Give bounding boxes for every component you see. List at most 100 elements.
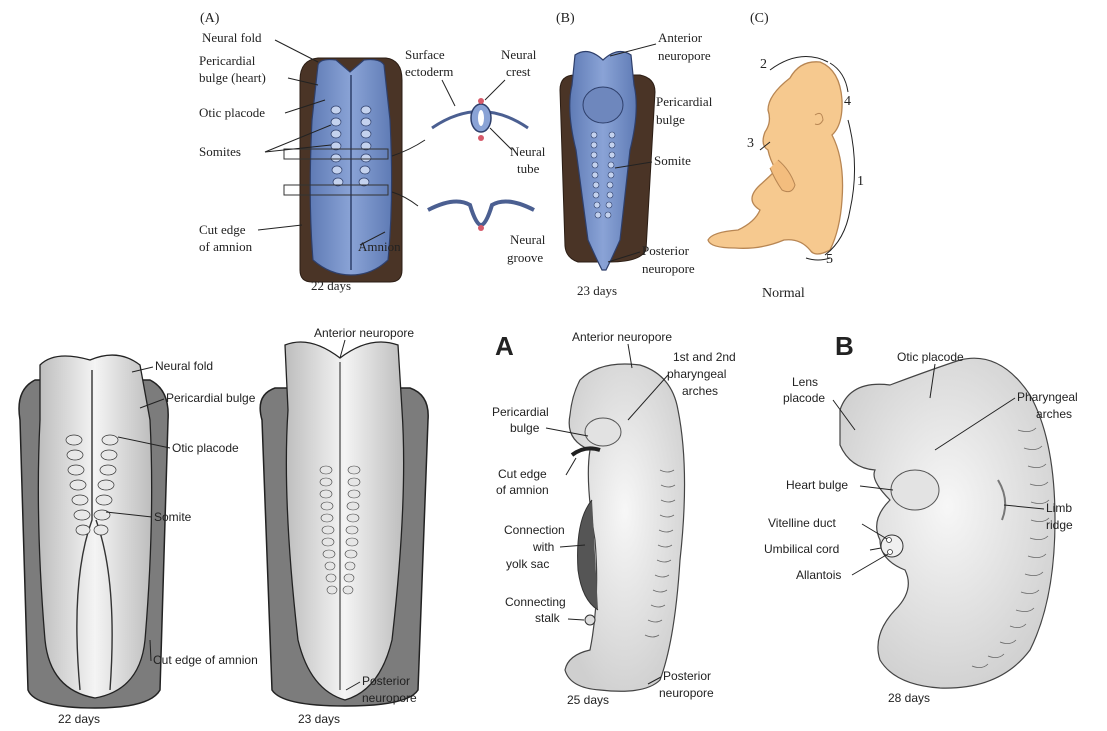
label-otic-placode-22: Otic placode: [172, 441, 239, 455]
leader-umbilical-cord-28: [870, 548, 881, 550]
age-22-days-bottom: 22 days: [58, 712, 100, 726]
label-cut-edge-22: Cut edge of amnion: [153, 653, 258, 667]
label-cut-edge-2: of amnion: [199, 239, 253, 254]
leader-neural-fold: [275, 40, 318, 62]
leader-connecting-25: [568, 619, 584, 620]
label-limb-28-1: Limb: [1046, 501, 1072, 515]
label-neural-crest-2: crest: [506, 64, 531, 79]
curvature-number-3: 3: [747, 136, 754, 151]
age-25-days: 25 days: [567, 693, 609, 707]
label-neural-groove-1: Neural: [510, 232, 546, 247]
label-posterior-neuropore-23-1: Posterior: [362, 674, 410, 688]
age-22-days-top: 22 days: [311, 278, 351, 293]
panel-c-letter: (C): [750, 11, 769, 26]
label-lens-28-2: placode: [783, 391, 825, 405]
label-posterior-neuropore-b-1: Posterior: [642, 243, 690, 258]
embryo-body-28: [840, 358, 1055, 688]
label-posterior-neuropore-b-2: neuropore: [642, 261, 695, 276]
leader-surface-ectoderm: [442, 80, 455, 106]
panel-c-fetus: (C) 1 2 3 4 5 Normal: [708, 11, 864, 301]
leader-neural-crest: [485, 80, 505, 100]
label-neural-fold-22: Neural fold: [155, 359, 213, 373]
label-cut-edge-1: Cut edge: [199, 222, 246, 237]
label-heart-bulge-28: Heart bulge: [786, 478, 848, 492]
label-neural-tube-2: tube: [517, 161, 540, 176]
panel-letter-b-bottom: B: [835, 331, 854, 361]
label-neural-groove-2: groove: [507, 250, 543, 265]
curvature-number-1: 1: [857, 174, 864, 189]
leader-neural-tube: [490, 128, 512, 150]
leader-anterior-neuropore-b: [610, 44, 656, 56]
cross-section-neural-groove: [428, 201, 534, 225]
label-surface-ectoderm-2: ectoderm: [405, 64, 453, 79]
embryo-28-days: B Otic placode Lens placode Pharyngeal a…: [764, 331, 1078, 705]
embryo-22-days-grey: Neural fold Pericardial bulge Otic placo…: [19, 355, 258, 726]
label-connection-25-1: Connection: [504, 523, 565, 537]
vitelline-duct-dot: [887, 538, 892, 543]
notochord-dot-upper: [478, 135, 484, 141]
label-anterior-neuropore-23: Anterior neuropore: [314, 326, 414, 340]
embryo-23-days-grey: Anterior neuropore Posterior neuropore 2…: [260, 326, 428, 726]
embryo-body-23: [285, 342, 404, 700]
neural-crest-dot-upper: [478, 98, 484, 104]
label-connection-25-2: with: [532, 540, 554, 554]
label-connecting-25-1: Connecting: [505, 595, 566, 609]
neural-tube-lumen: [478, 110, 484, 126]
age-23-days-bottom: 23 days: [298, 712, 340, 726]
pericardial-bulge-25: [585, 418, 621, 446]
fetus-silhouette: [708, 62, 843, 254]
label-surface-ectoderm-1: Surface: [405, 47, 445, 62]
label-pericardial-2: bulge (heart): [199, 70, 266, 85]
label-umbilical-cord-28: Umbilical cord: [764, 542, 839, 556]
label-anterior-neuropore-1: Anterior: [658, 30, 703, 45]
panel-a-letter: (A): [200, 11, 220, 26]
age-28-days: 28 days: [888, 691, 930, 705]
label-posterior-25-2: neuropore: [659, 686, 714, 700]
label-lens-28-1: Lens: [792, 375, 818, 389]
curvature-number-5: 5: [826, 252, 833, 267]
label-amnion: Amnion: [358, 239, 401, 254]
label-cut-edge-25-2: of amnion: [496, 483, 549, 497]
label-pericardial-25-2: bulge: [510, 421, 540, 435]
curvature-number-2: 2: [760, 57, 767, 72]
label-vitelline-duct-28: Vitelline duct: [768, 516, 836, 530]
panel-b-23-days: (B) Anterior neuropore Pericardial bulge…: [556, 11, 713, 298]
label-limb-28-2: ridge: [1046, 518, 1073, 532]
label-somite-22: Somite: [154, 510, 192, 524]
label-pericardial-bulge-22: Pericardial bulge: [166, 391, 256, 405]
caption-normal: Normal: [762, 286, 805, 301]
label-connecting-25-2: stalk: [535, 611, 561, 625]
leader-allantois-28: [852, 554, 888, 575]
heart-bulge-28: [891, 470, 939, 510]
label-posterior-25-1: Posterior: [663, 669, 711, 683]
curvature-number-4: 4: [844, 94, 851, 109]
age-23-days-top: 23 days: [577, 283, 617, 298]
label-neural-tube-1: Neural: [510, 144, 546, 159]
allantois-dot: [888, 550, 893, 555]
panel-a-22-days: (A) Neural fold Per: [199, 11, 546, 293]
label-somite-b: Somite: [654, 153, 691, 168]
label-pericardial-1: Pericardial: [199, 53, 256, 68]
pericardial-bulge-b: [583, 87, 623, 123]
label-somites: Somites: [199, 144, 241, 159]
embryo-body-22: [38, 355, 151, 698]
embryo-25-days: A Anterior neuropore 1st and 2nd pharyng…: [492, 330, 736, 707]
label-pharyngeal-28-1: Pharyngeal: [1017, 390, 1078, 404]
label-allantois-28: Allantois: [796, 568, 841, 582]
label-anterior-neuropore-2: neuropore: [658, 48, 711, 63]
leader-cut-edge: [258, 225, 302, 230]
label-pericardial-25-1: Pericardial: [492, 405, 549, 419]
leader-cut-edge-25: [566, 458, 576, 475]
label-connection-25-3: yolk sac: [506, 557, 549, 571]
label-pericardial-b-2: bulge: [656, 112, 685, 127]
label-cut-edge-25-1: Cut edge: [498, 467, 547, 481]
label-pharyngeal-28-2: arches: [1036, 407, 1072, 421]
panel-letter-a-bottom: A: [495, 331, 514, 361]
label-anterior-neuropore-25: Anterior neuropore: [572, 330, 672, 344]
label-pharyngeal-25-2: pharyngeal: [667, 367, 726, 381]
label-neural-crest-1: Neural: [501, 47, 537, 62]
connecting-stalk-25: [585, 615, 595, 625]
panel-b-letter: (B): [556, 11, 575, 26]
label-otic-placode: Otic placode: [199, 105, 265, 120]
